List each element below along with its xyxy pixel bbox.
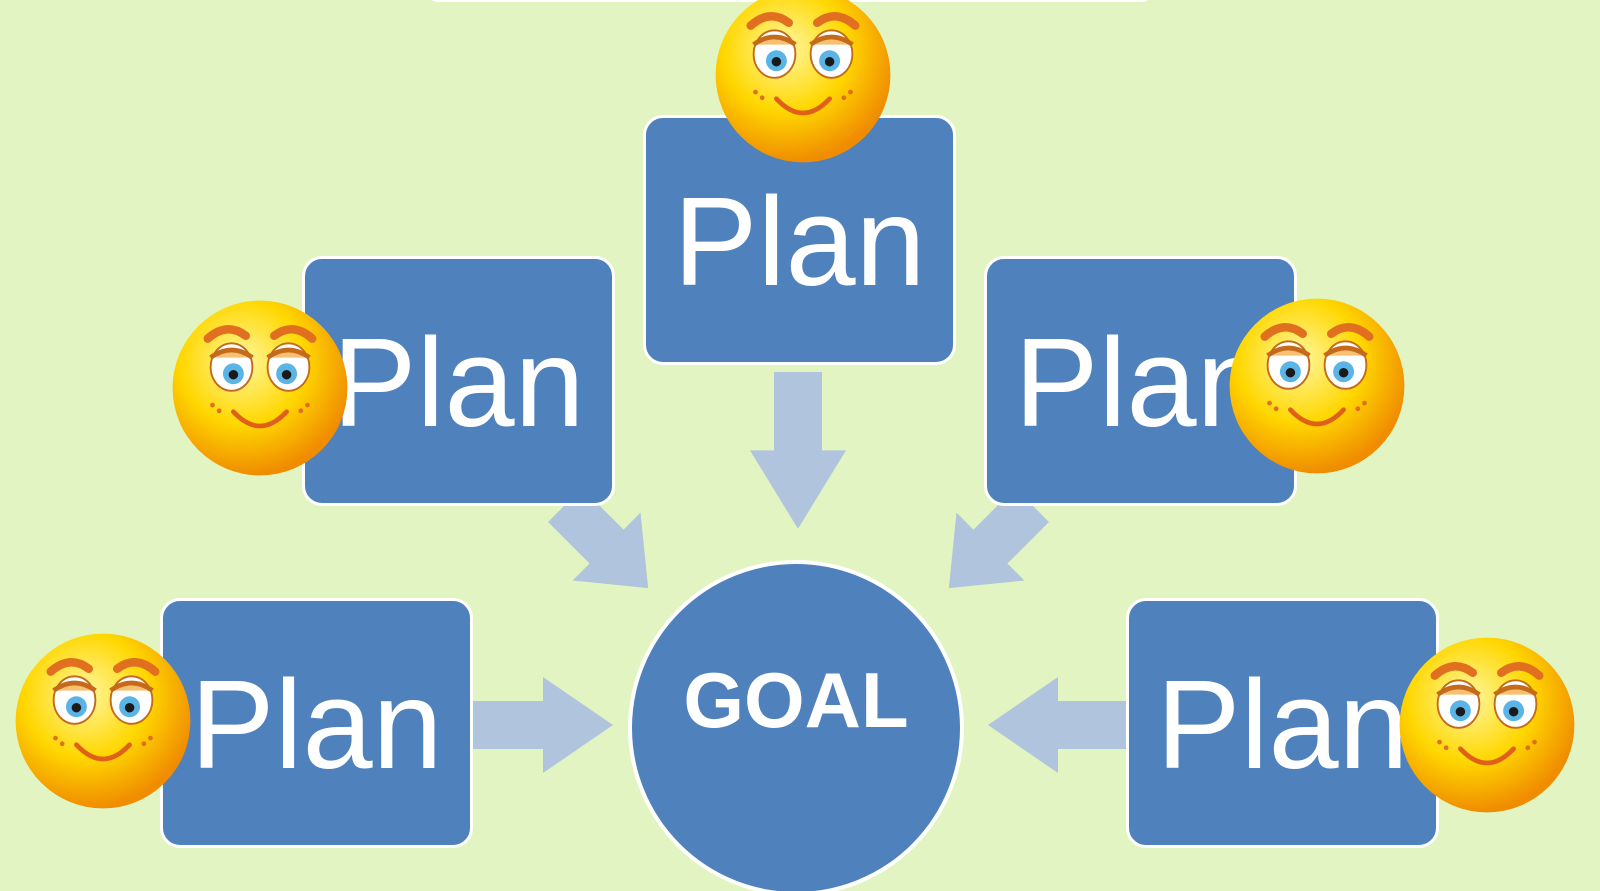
smiley-face-icon: [715, 0, 891, 163]
smiley-face-drawing: [715, 0, 891, 163]
smiley-face-drawing: [15, 633, 191, 809]
plan-box-label: Plan: [673, 171, 926, 312]
plan-box-label: Plan: [332, 312, 585, 453]
plan-box-lower-left: Plan: [160, 598, 473, 848]
arrow-icon: [750, 372, 846, 529]
goal-label: GOAL: [683, 655, 909, 744]
plan-box-top: Plan: [643, 115, 956, 365]
smiley-face-icon: [15, 633, 191, 809]
smiley-face-drawing: [1229, 298, 1405, 474]
goal-circle: GOAL: [628, 560, 964, 891]
plan-box-label: Plan: [1156, 654, 1409, 795]
plan-box-label: Plan: [1014, 312, 1267, 453]
smiley-face-drawing: [1399, 637, 1575, 813]
smiley-face-drawing: [172, 300, 348, 476]
arrow-icon: [988, 677, 1128, 773]
plan-box-upper-left: Plan: [302, 256, 615, 506]
plan-box-lower-right: Plan: [1126, 598, 1439, 848]
smiley-face-icon: [172, 300, 348, 476]
plan-box-label: Plan: [190, 654, 443, 795]
smiley-face-icon: [1229, 298, 1405, 474]
arrow-icon: [473, 677, 613, 773]
smiley-face-icon: [1399, 637, 1575, 813]
